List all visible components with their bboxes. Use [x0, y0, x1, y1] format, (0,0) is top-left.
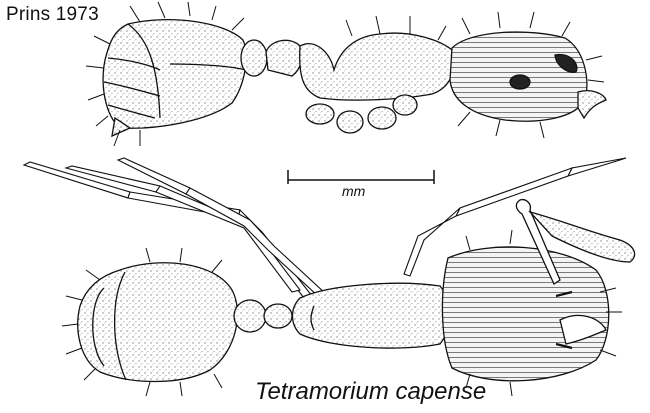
dorsal-petiole [263, 303, 293, 329]
species-name: Tetramorium capense [255, 378, 487, 405]
scale-bar [287, 170, 435, 184]
dorsal-setae [61, 229, 622, 397]
figure-credit: Prins 1973 [6, 4, 99, 25]
ant-dorsal-drawing [22, 157, 636, 397]
dorsal-mesosoma [291, 282, 450, 349]
dorsal-legs-right [403, 157, 627, 277]
scale-bar-label: mm [342, 183, 366, 199]
dorsal-head [441, 246, 610, 382]
lateral-setae [85, 1, 605, 147]
dorsal-antenna [515, 198, 636, 285]
dorsal-legs [22, 157, 328, 299]
lateral-gaster [102, 19, 247, 138]
lateral-head [449, 31, 607, 122]
lateral-postpetiole [240, 39, 268, 77]
lateral-coxae [305, 94, 418, 134]
dorsal-gaster [77, 262, 239, 383]
dorsal-postpetiole [233, 299, 267, 333]
lateral-mesosoma [299, 32, 455, 101]
ant-lateral-drawing [85, 1, 607, 147]
lateral-petiole [265, 39, 303, 77]
